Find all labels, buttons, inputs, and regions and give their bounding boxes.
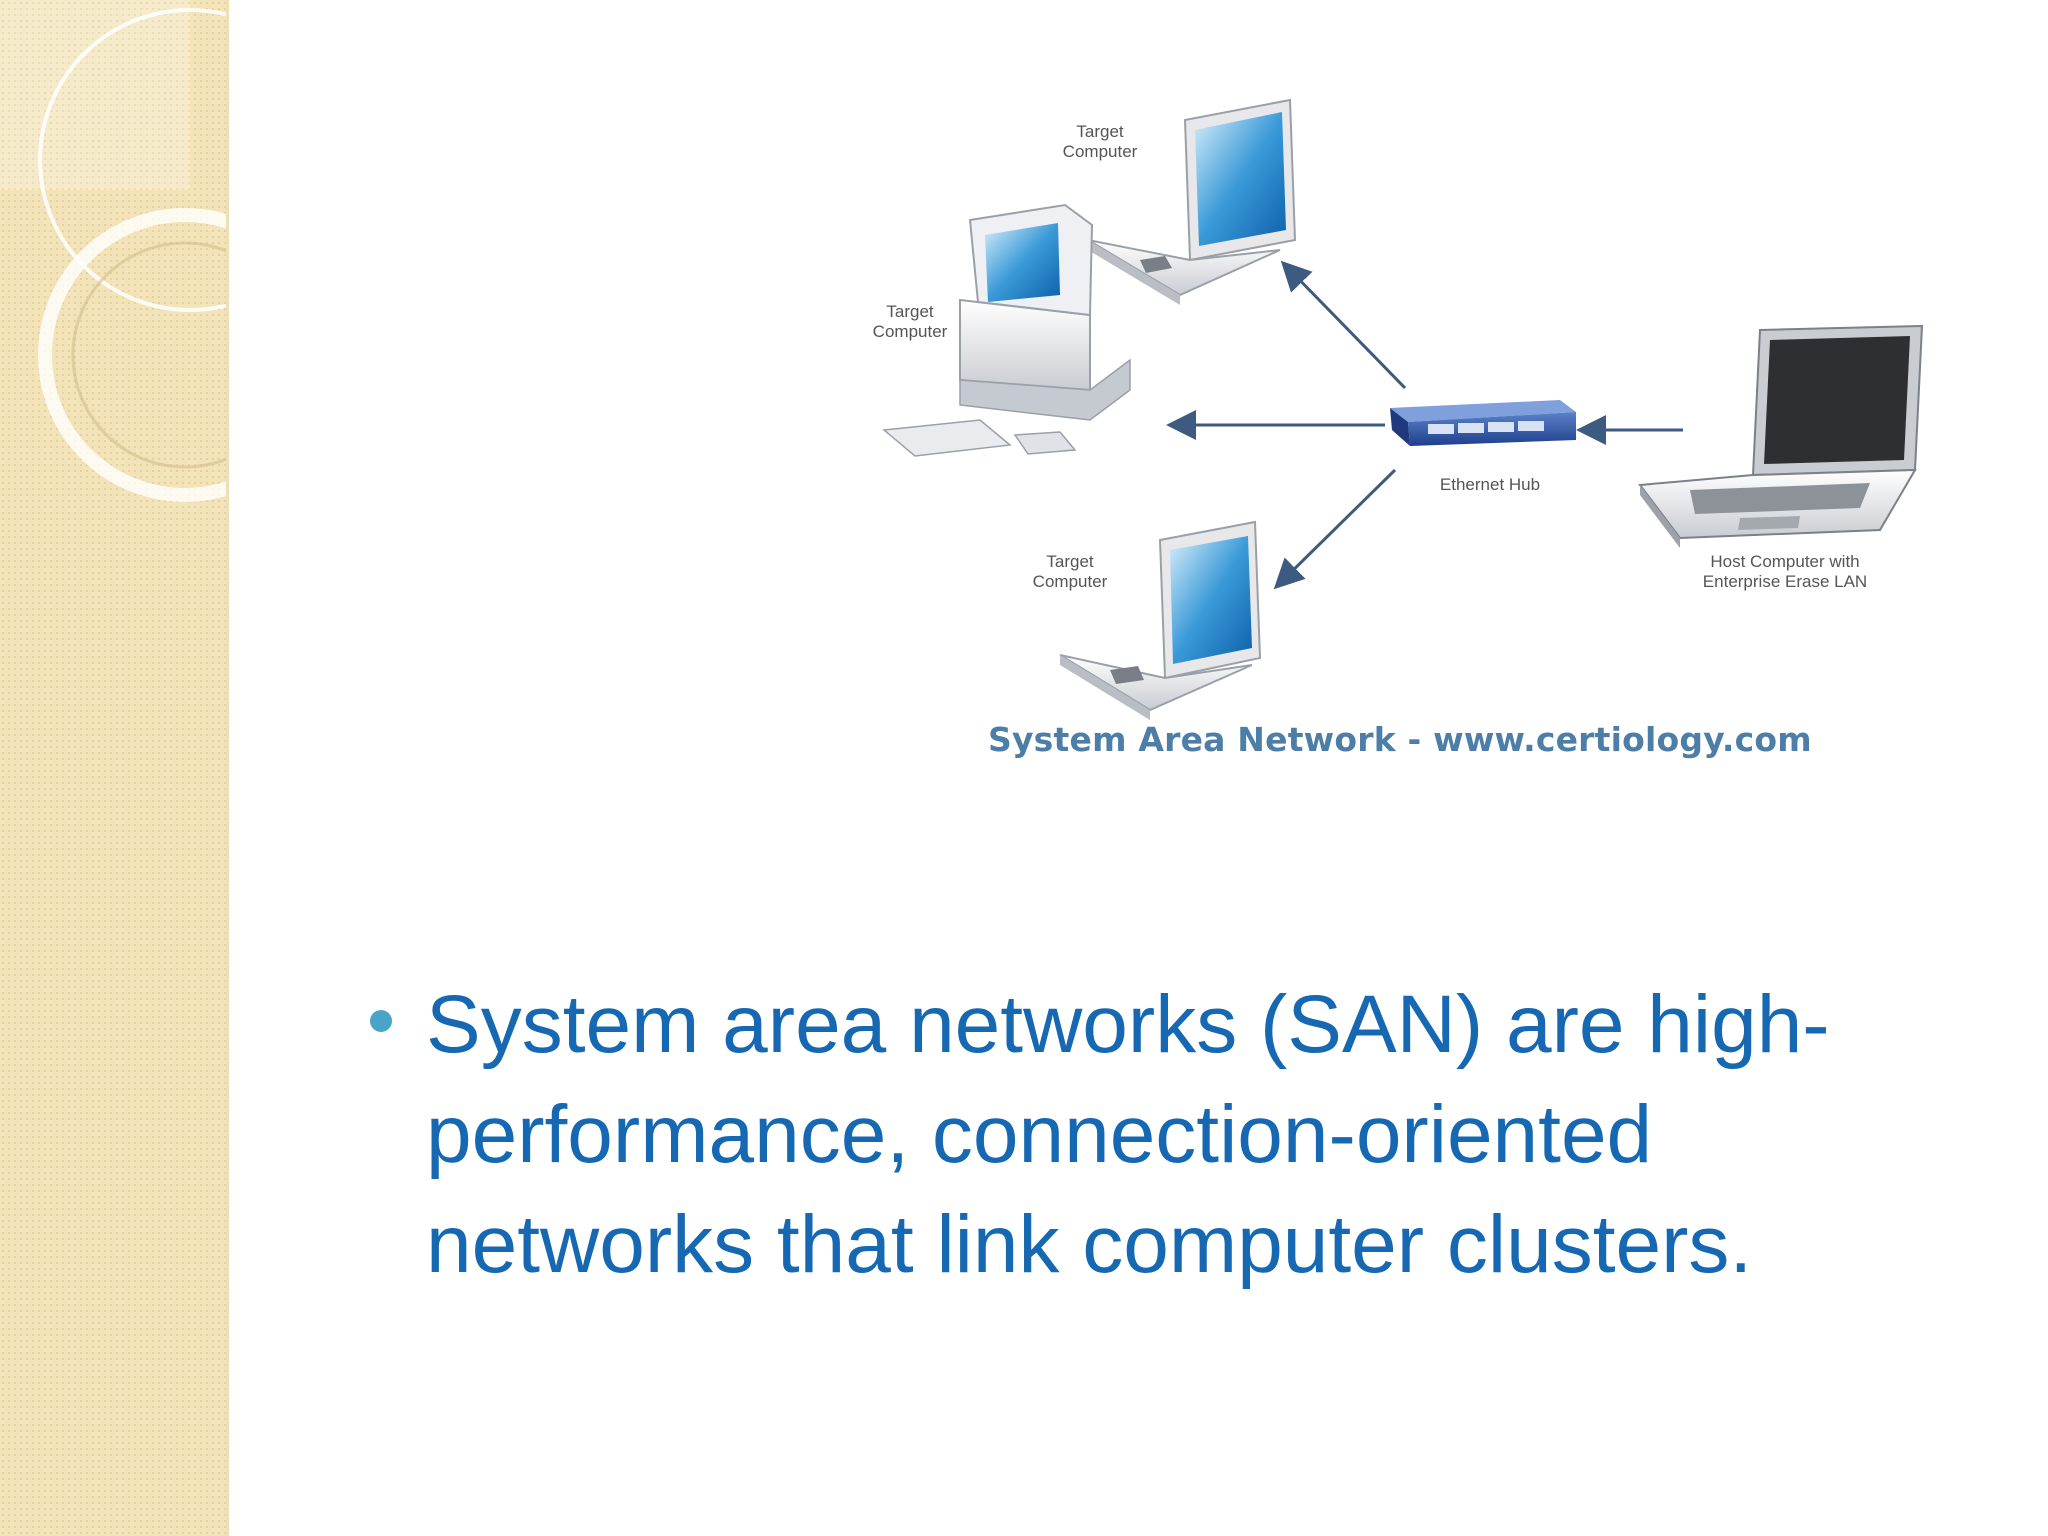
decorative-circles <box>0 0 226 502</box>
ethernet-hub-device <box>1390 400 1576 446</box>
arrow-hub-to-top <box>1280 260 1407 390</box>
network-diagram: Target Computer Target Computer Target C… <box>860 90 1940 790</box>
bullet-dot-icon <box>370 1010 392 1032</box>
network-diagram-graphic <box>882 98 1924 720</box>
bullet-text: System area networks (SAN) are high-perf… <box>426 979 1830 1290</box>
target-laptop-bottom <box>1059 520 1262 720</box>
target-top-label: Target Computer <box>1062 122 1138 161</box>
connection-arrows <box>1166 260 1683 590</box>
arrow-hub-to-bottom <box>1273 468 1397 590</box>
target-bottom-label: Target Computer <box>1032 552 1108 591</box>
host-label: Host Computer with Enterprise Erase LAN <box>1702 552 1868 591</box>
host-laptop <box>1638 324 1924 548</box>
target-laptop-top <box>1087 98 1297 305</box>
target-desktop-middle <box>882 203 1131 457</box>
target-middle-label: Target Computer <box>872 302 948 341</box>
diagram-caption: System Area Network - www.certiology.com <box>988 720 1812 759</box>
decorative-side-strip <box>0 0 229 1536</box>
hub-label: Ethernet Hub <box>1439 475 1541 494</box>
